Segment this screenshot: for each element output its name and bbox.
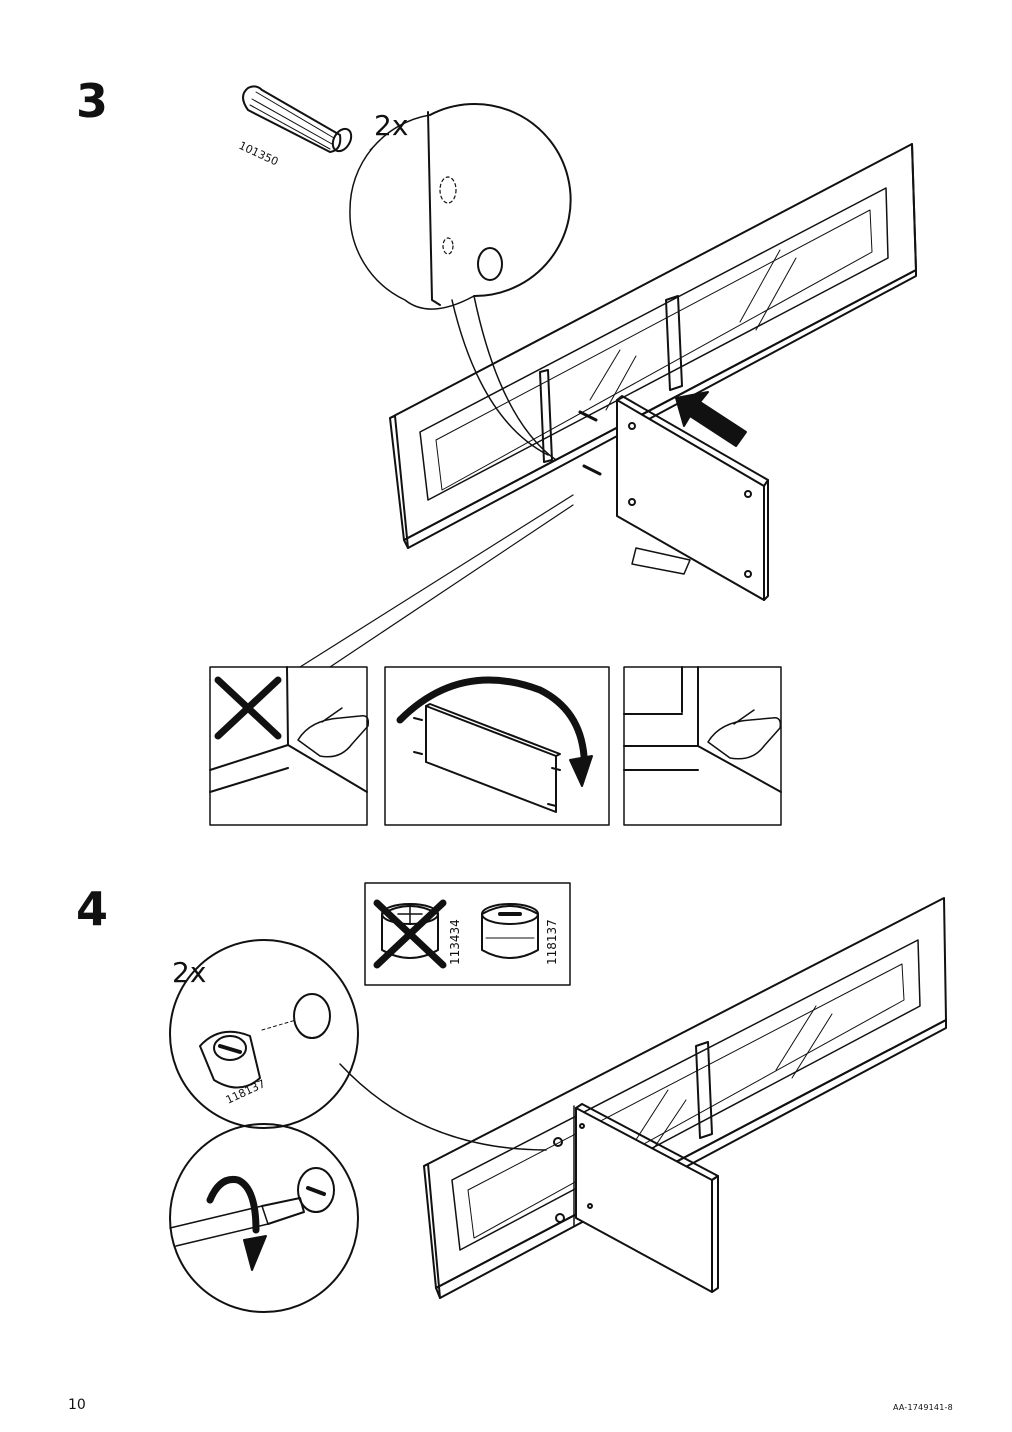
rotate-arrow-head	[569, 755, 593, 787]
cam-lock-comparison-box	[364, 882, 571, 986]
screwdriver-detail-circle	[169, 1123, 359, 1313]
step-3-number: 3	[76, 74, 109, 128]
step-3-quantity: 2x	[374, 109, 408, 142]
flip-board-box	[384, 666, 610, 826]
wrong-cam-part-number: 113434	[448, 919, 462, 965]
page-number: 10	[68, 1397, 86, 1413]
document-code: AA-1749141-8	[893, 1403, 953, 1412]
right-cam-part-number: 118137	[545, 919, 559, 965]
correct-orientation-box	[623, 666, 782, 826]
wrong-orientation-box	[209, 666, 370, 826]
cam-insert-detail-circle	[169, 939, 547, 1151]
frame-panel-step3	[389, 143, 917, 549]
dowel-part-illustration	[242, 85, 353, 153]
step-4-number: 4	[76, 882, 109, 936]
cam-part-number: 118137	[224, 1077, 268, 1107]
dowel-part-number: 101350	[237, 139, 281, 169]
dowel-hole-detail-circle	[349, 103, 572, 461]
shelf-board-step4	[553, 1103, 719, 1293]
turn-arrow-head	[243, 1235, 267, 1271]
step-4-quantity: 2x	[172, 956, 206, 989]
shelf-board-step3	[578, 395, 769, 601]
insert-direction-arrow	[675, 391, 747, 447]
